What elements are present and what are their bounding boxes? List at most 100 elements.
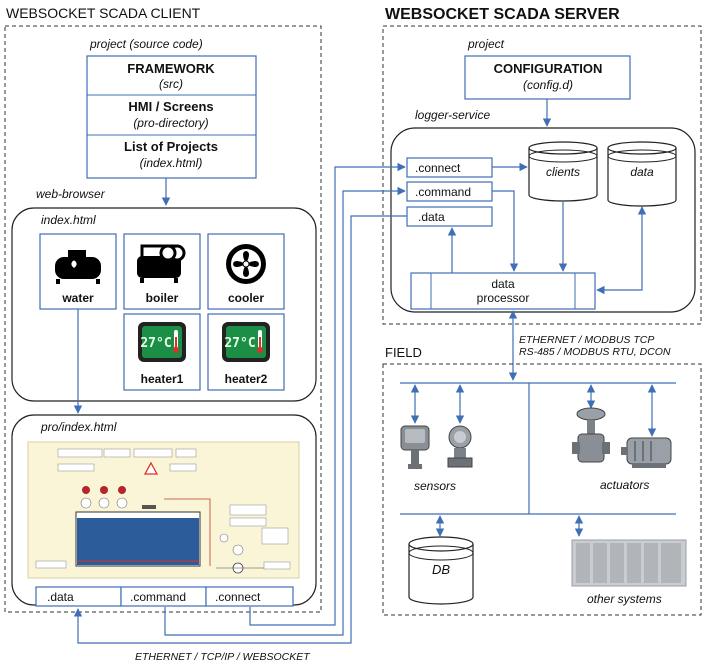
tile-label-heater1: heater1 (141, 372, 184, 386)
actuators-label: actuators (600, 478, 649, 492)
tile-label-water: water (61, 291, 94, 305)
boiler-icon (137, 244, 186, 283)
clients-store: clients (528, 141, 598, 202)
fan-icon (226, 244, 266, 284)
transmitter-sensor-icon (447, 425, 473, 468)
data-processor: data processor (410, 272, 596, 310)
thermometer-display-icon: 27°C (222, 322, 270, 362)
tile-label-heater2: heater2 (225, 372, 268, 386)
server-project-label: project (467, 37, 505, 51)
hmi-indicator (82, 486, 90, 494)
fieldbus-link: ETHERNET / MODBUS TCP RS-485 / MODBUS RT… (508, 310, 671, 381)
server-internal-arrows (447, 162, 647, 295)
connect-link (249, 162, 406, 626)
data-link (73, 215, 407, 644)
hmi-tank-level (77, 518, 199, 565)
hmi-box (261, 527, 289, 545)
data-processor-frame (410, 272, 596, 310)
data-processor-line2: processor (477, 291, 530, 305)
endpoint-connect-label: .connect (415, 161, 461, 175)
sensors-label: sensors (414, 479, 456, 493)
pro-index-label: pro/index.html (40, 420, 117, 434)
tile-label-boiler: boiler (146, 291, 179, 305)
hmi-box (175, 448, 197, 458)
browser-label: web-browser (36, 187, 106, 201)
source-stack: FRAMEWORK (src) HMI / Screens (pro-direc… (86, 55, 257, 179)
other-systems-label: other systems (587, 592, 662, 606)
projects-name: List of Projects (124, 139, 218, 154)
hmi-pipe (164, 498, 211, 566)
client-frame (4, 25, 322, 613)
configuration-sub: (config.d) (523, 78, 573, 92)
field-title: FIELD (385, 345, 422, 360)
logger-service-label: logger-service (415, 108, 490, 122)
framework-name: FRAMEWORK (127, 61, 215, 76)
channel-data-label: .data (47, 590, 74, 604)
data-store: data (607, 141, 677, 207)
hmi-sub: (pro-directory) (133, 116, 208, 130)
db-label: DB (432, 562, 450, 577)
client-title: WEBSOCKET SCADA CLIENT (6, 5, 201, 21)
configuration-name: CONFIGURATION (494, 61, 603, 76)
client-section: WEBSOCKET SCADA CLIENT project (source c… (4, 5, 322, 613)
tile-label-cooler: cooler (228, 291, 264, 305)
channel-connect-label: .connect (215, 590, 261, 604)
channel-command-label: .command (130, 590, 186, 604)
warning-icon (143, 461, 159, 475)
index-html-label: index.html (41, 213, 96, 227)
hmi-box (57, 463, 95, 472)
hmi-gauge (116, 497, 128, 509)
hmi-box (103, 448, 131, 458)
channel-connect[interactable] (205, 586, 294, 607)
hmi-box (35, 560, 67, 569)
hmi-valve (142, 505, 156, 509)
data-store-label: data (630, 165, 654, 179)
hmi-box (169, 463, 197, 472)
framework-sub: (src) (159, 77, 183, 91)
server-rack-icon (571, 539, 687, 587)
field-frame (382, 363, 702, 616)
configuration-box (464, 55, 631, 100)
tile-boiler[interactable]: boiler (123, 233, 201, 310)
hmi-box (229, 517, 267, 527)
hmi-gauge (219, 533, 229, 543)
lcd-reading: 27°C (224, 336, 255, 351)
command-link (164, 186, 406, 636)
hmi-gauge (232, 544, 244, 556)
projects-sub: (index.html) (140, 156, 203, 170)
field-section: FIELD sensors (382, 345, 702, 616)
hmi-indicator (100, 486, 108, 494)
data-processor-line1: data (491, 277, 515, 291)
source-stack-frame (86, 55, 257, 179)
lcd-reading: 27°C (140, 336, 171, 351)
hmi-box (229, 504, 267, 516)
server-section: WEBSOCKET SCADA SERVER project CONFIGURA… (382, 6, 702, 325)
tile-heater2[interactable]: 27°C heater2 (207, 313, 285, 391)
database-icon: DB (408, 536, 474, 605)
tile-water[interactable]: water (39, 233, 117, 310)
tile-cooler[interactable]: cooler (207, 233, 285, 310)
hmi-box (133, 448, 173, 458)
websocket-links: ETHERNET / TCP/IP / WEBSOCKET (73, 162, 407, 663)
motor-icon (621, 437, 672, 468)
client-project-label: project (source code) (89, 37, 203, 51)
websocket-link-label: ETHERNET / TCP/IP / WEBSOCKET (135, 651, 311, 663)
hmi-name: HMI / Screens (128, 99, 213, 114)
client-channels: .data .command .connect (35, 586, 294, 607)
tile-heater1[interactable]: 27°C heater1 (123, 313, 201, 391)
server-title: WEBSOCKET SCADA SERVER (385, 6, 620, 23)
hmi-gauge (80, 497, 92, 509)
clients-store-label: clients (546, 165, 580, 179)
fieldbus-label-2: RS-485 / MODBUS RTU, DCON (519, 346, 671, 358)
hmi-indicator (118, 486, 126, 494)
fieldbus-label-1: ETHERNET / MODBUS TCP (519, 334, 654, 346)
hmi-gauge (98, 497, 110, 509)
control-valve-icon (572, 407, 610, 463)
pressure-sensor-icon (400, 425, 430, 469)
endpoint-command-label: .command (415, 185, 471, 199)
endpoint-data-label: .data (418, 210, 445, 224)
hmi-box (57, 448, 103, 458)
water-tank-icon (55, 250, 101, 284)
hmi-screen-thumbnail[interactable] (27, 441, 300, 579)
